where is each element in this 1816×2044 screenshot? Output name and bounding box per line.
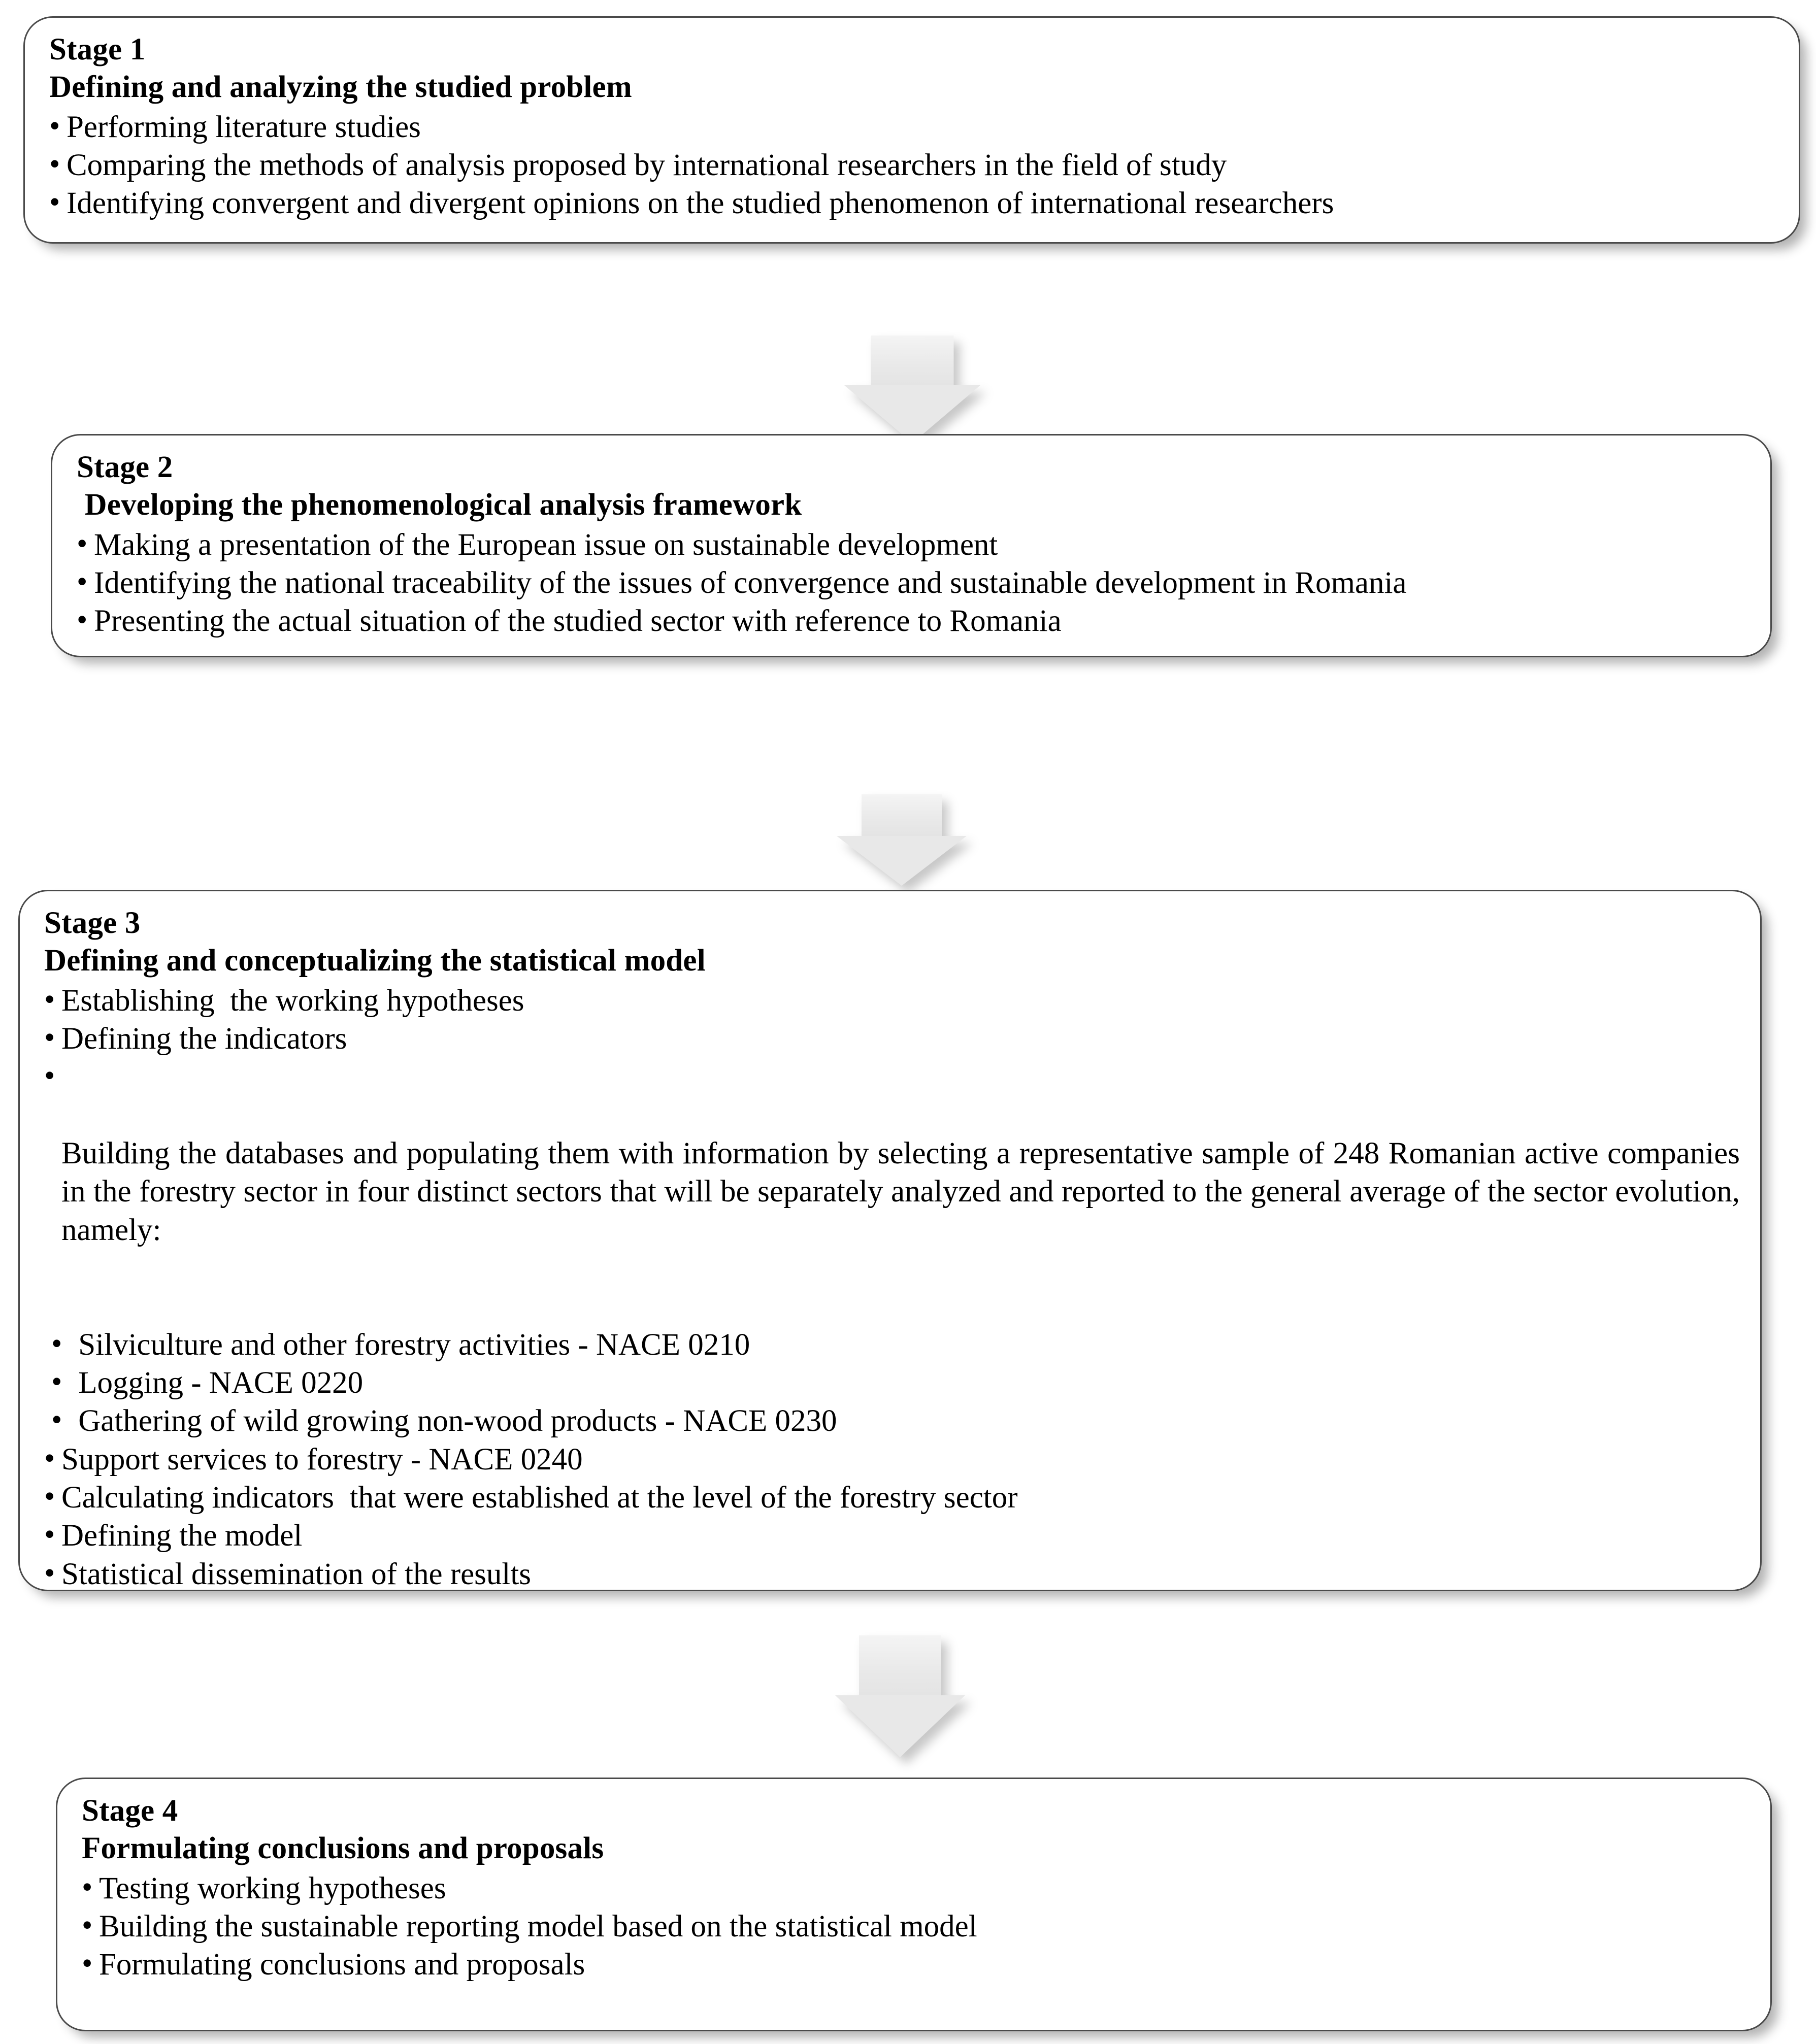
arrow-head bbox=[837, 836, 967, 886]
arrow-head bbox=[835, 1695, 965, 1757]
list-item-paragraph: Building the databases and populating th… bbox=[44, 1057, 1748, 1325]
list-item: Identifying convergent and divergent opi… bbox=[49, 183, 1778, 222]
arrow-shaft bbox=[859, 1635, 941, 1695]
stage-box-3: Stage 3 Defining and conceptualizing the… bbox=[18, 890, 1762, 1593]
stage-2-label: Stage 2 bbox=[77, 450, 173, 484]
stage-box-4: Stage 4 Formulating conclusions and prop… bbox=[56, 1778, 1772, 2031]
stage-2-title: Developing the phenomenological analysis… bbox=[77, 487, 802, 522]
list-item: Testing working hypotheses bbox=[82, 1868, 1750, 1907]
stage-4-bullet-list: Testing working hypotheses Building the … bbox=[82, 1868, 1750, 1984]
list-item: Logging - NACE 0220 bbox=[44, 1363, 1740, 1402]
stage-1-bullet-list: Performing literature studies Comparing … bbox=[49, 107, 1778, 223]
stage-box-1: Stage 1 Defining and analyzing the studi… bbox=[23, 16, 1800, 244]
list-item: Performing literature studies bbox=[49, 107, 1778, 146]
arrow-stage2-to-stage3-icon bbox=[837, 794, 967, 886]
list-item: Comparing the methods of analysis propos… bbox=[49, 145, 1778, 184]
stage-1-label: Stage 1 bbox=[49, 32, 146, 66]
list-item: Identifying the national traceability of… bbox=[77, 563, 1750, 602]
list-item: Defining the model bbox=[44, 1516, 1740, 1555]
list-item: Making a presentation of the European is… bbox=[77, 525, 1750, 564]
list-item: Formulating conclusions and proposals bbox=[82, 1945, 1750, 1984]
list-item: Defining the indicators bbox=[44, 1019, 1740, 1058]
list-item: Silviculture and other forestry activiti… bbox=[44, 1325, 1740, 1364]
stage-1-title: Defining and analyzing the studied probl… bbox=[49, 70, 632, 104]
list-item: Calculating indicators that were establi… bbox=[44, 1478, 1740, 1517]
list-item: Gathering of wild growing non-wood produ… bbox=[44, 1401, 1740, 1440]
arrow-shaft bbox=[862, 794, 942, 836]
arrow-stage3-to-stage4-icon bbox=[835, 1635, 965, 1771]
stage-3-label: Stage 3 bbox=[44, 906, 141, 940]
arrow-head bbox=[844, 385, 980, 443]
list-item: Statistical dissemination of the results bbox=[44, 1554, 1740, 1593]
stage-3-title: Defining and conceptualizing the statist… bbox=[44, 943, 706, 978]
stage-3-bullet-list: Establishing the working hypotheses Defi… bbox=[44, 981, 1748, 1326]
stage-3-sub-bullet-list: Silviculture and other forestry activiti… bbox=[44, 1325, 1740, 1593]
list-item: Presenting the actual situation of the s… bbox=[77, 601, 1750, 640]
list-item: Building the sustainable reporting model… bbox=[82, 1906, 1750, 1946]
paragraph-text: Building the databases and populating th… bbox=[61, 1136, 1748, 1247]
list-item: Support services to forestry - NACE 0240 bbox=[44, 1439, 1740, 1479]
stage-2-bullet-list: Making a presentation of the European is… bbox=[77, 525, 1750, 641]
stage-4-title: Formulating conclusions and proposals bbox=[82, 1831, 604, 1865]
stage-box-2: Stage 2 Developing the phenomenological … bbox=[51, 434, 1772, 657]
list-item: Establishing the working hypotheses bbox=[44, 981, 1740, 1020]
arrow-stage1-to-stage2-icon bbox=[844, 336, 980, 443]
arrow-shaft bbox=[871, 336, 954, 385]
stage-4-label: Stage 4 bbox=[82, 1794, 178, 1828]
